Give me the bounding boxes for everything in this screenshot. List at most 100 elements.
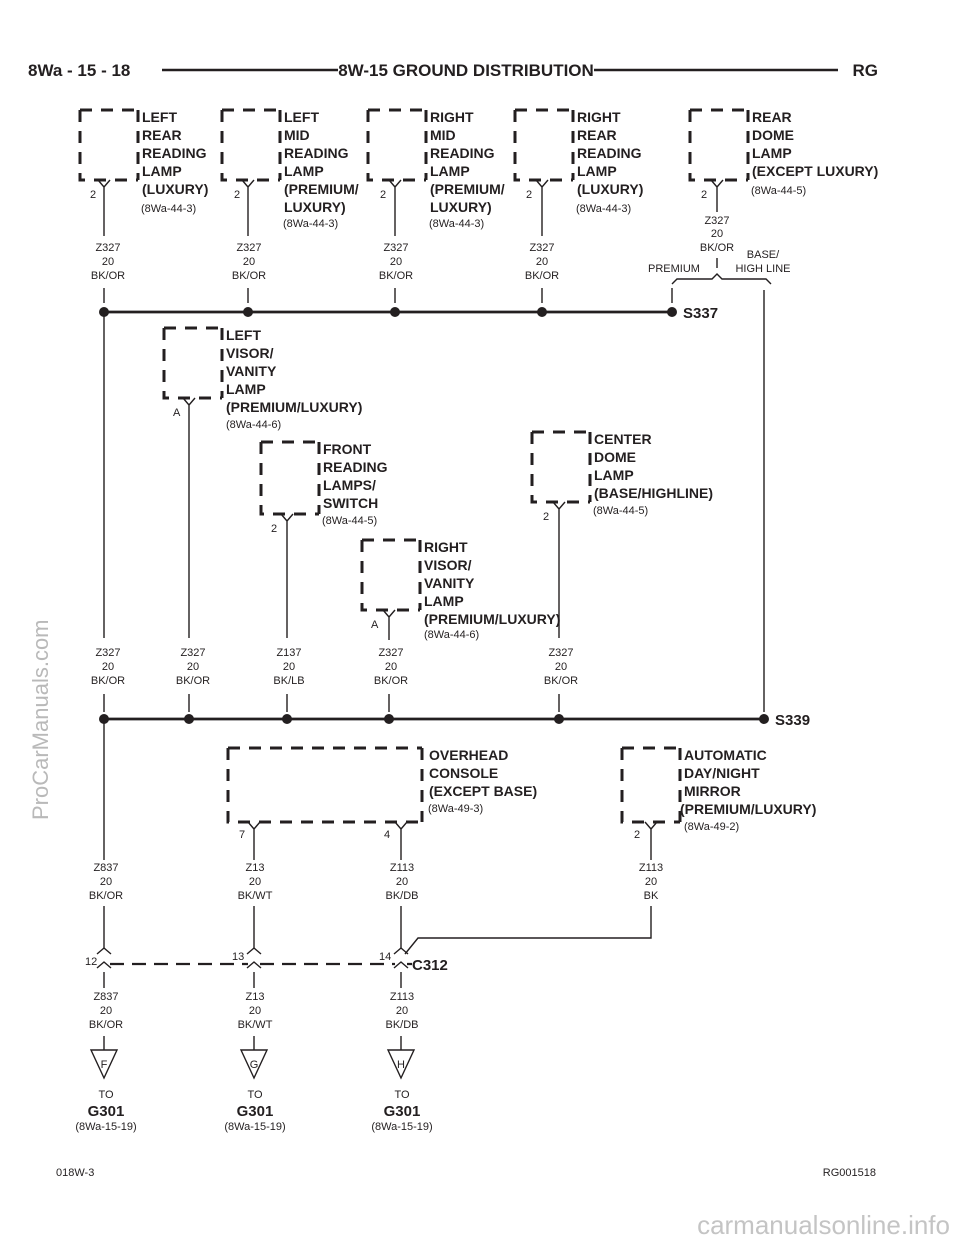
pin-label: 2	[526, 189, 532, 201]
pin-label: 2	[543, 511, 549, 523]
component-label: RIGHT VISOR/ VANITY LAMP (PREMIUM/LUXURY…	[424, 539, 560, 627]
splice-dot	[759, 714, 769, 724]
pin-label: 7	[239, 829, 245, 841]
svg-text:H: H	[397, 1059, 405, 1071]
ground-name: G301	[237, 1103, 274, 1120]
mid-wires	[103, 418, 560, 712]
option-premium: PREMIUM	[648, 263, 700, 275]
component-ref: (8Wa-44-5)	[322, 515, 377, 527]
ground-terminal-h: H TO G301 (8Wa-15-19)	[371, 1049, 433, 1133]
ground-ref: (8Wa-15-19)	[224, 1121, 285, 1133]
component-label: OVERHEAD CONSOLE (EXCEPT BASE)	[429, 747, 537, 799]
connector-pin-icon	[394, 821, 408, 842]
ground-name: G301	[88, 1103, 125, 1120]
watermark-bottom: carmanualsonline.info	[697, 1210, 950, 1240]
splice-dot	[282, 714, 292, 724]
connector-cavity-icon	[96, 947, 112, 969]
pin-label: 2	[634, 829, 640, 841]
connector-cavity-icon	[393, 947, 409, 969]
ground-to: TO	[247, 1089, 263, 1101]
ground-to: TO	[394, 1089, 410, 1101]
ground-triangle-icon	[89, 1049, 119, 1080]
page-header: 8Wa - 15 - 18 8W-15 GROUND DISTRIBUTION …	[28, 61, 878, 80]
lower-wires	[103, 719, 652, 1050]
component-label: RIGHT REAR READING LAMP (LUXURY)	[577, 109, 645, 197]
splice-dot	[667, 307, 677, 317]
pin-label: 2	[234, 189, 240, 201]
component-label: LEFT REAR READING LAMP (LUXURY)	[142, 109, 210, 197]
svg-text:G: G	[250, 1059, 259, 1071]
connector-cavity-icon	[246, 947, 262, 969]
pin-label: A	[371, 619, 379, 631]
splice-dot	[184, 714, 194, 724]
connector-pin-icon	[97, 179, 111, 200]
splice-s337: S337	[99, 305, 718, 322]
pin-label: 4	[384, 829, 390, 841]
component-label: CENTER DOME LAMP (BASE/HIGHLINE)	[594, 431, 713, 501]
component-label: RIGHT MID READING LAMP (PREMIUM/ LUXURY)	[430, 109, 509, 215]
cavity-label: 14	[379, 951, 391, 963]
connector-pin-icon	[388, 179, 402, 200]
component-label: REAR DOME LAMP (EXCEPT LUXURY)	[752, 109, 878, 179]
splice-s339: S339	[99, 712, 810, 729]
component-ref: (8Wa-44-3)	[429, 218, 484, 230]
connector-pin-icon	[552, 501, 566, 522]
cavity-label: 12	[85, 956, 97, 968]
left-rear-reading-lamp: 2 LEFT REAR READING LAMP (LUXURY) (8Wa-4…	[78, 108, 210, 215]
component-ref: (8Wa-44-5)	[593, 505, 648, 517]
connector-c312: 12 13 14 C312	[85, 947, 448, 974]
connector-pin-icon	[710, 179, 724, 200]
pin-label: 2	[380, 189, 386, 201]
ground-triangle-icon	[239, 1049, 269, 1080]
connector-pin-icon	[247, 821, 261, 842]
right-mid-reading-lamp: 2 RIGHT MID READING LAMP (PREMIUM/ LUXUR…	[366, 108, 509, 230]
connector-pin-icon	[644, 821, 658, 842]
footer-figure-code: 018W-3	[56, 1167, 94, 1179]
splice-dot	[384, 714, 394, 724]
page-title: 8W-15 GROUND DISTRIBUTION	[338, 61, 594, 80]
ground-terminal-g: G TO G301 (8Wa-15-19)	[224, 1049, 286, 1133]
right-rear-reading-lamp: 2 RIGHT REAR READING LAMP (LUXURY) (8Wa-…	[513, 108, 645, 215]
splice-dot	[537, 307, 547, 317]
cavity-label: 13	[232, 951, 244, 963]
front-reading-lamps-switch: 2 FRONT READING LAMPS/ SWITCH (8Wa-44-5)	[259, 440, 388, 535]
component-ref: (8Wa-49-2)	[684, 821, 739, 833]
automatic-day-night-mirror: 2 AUTOMATIC DAY/NIGHT MIRROR (PREMIUM/LU…	[620, 746, 816, 842]
component-label: LEFT VISOR/ VANITY LAMP (PREMIUM/LUXURY)	[226, 327, 362, 415]
component-ref: (8Wa-44-5)	[751, 185, 806, 197]
component-ref: (8Wa-44-6)	[226, 419, 281, 431]
section-code: RG	[853, 61, 879, 80]
component-ref: (8Wa-44-3)	[283, 218, 338, 230]
ground-name: G301	[384, 1103, 421, 1120]
splice-dot	[554, 714, 564, 724]
splice-dot	[390, 307, 400, 317]
component-ref: (8Wa-44-3)	[141, 203, 196, 215]
option-base-high: BASE/HIGH LINE	[735, 249, 790, 275]
connector-pin-icon	[535, 179, 549, 200]
pin-label: 2	[90, 189, 96, 201]
connector-pin-icon	[280, 513, 294, 534]
connector-pin-icon	[382, 609, 396, 630]
pin-label: 2	[271, 523, 277, 535]
left-visor-vanity-lamp: A LEFT VISOR/ VANITY LAMP (PREMIUM/LUXUR…	[162, 326, 362, 431]
ground-triangle-icon	[386, 1049, 416, 1080]
pin-label: A	[173, 407, 181, 419]
right-visor-vanity-lamp: A RIGHT VISOR/ VANITY LAMP (PREMIUM/LUXU…	[360, 538, 560, 641]
connector-pin-icon	[241, 179, 255, 200]
